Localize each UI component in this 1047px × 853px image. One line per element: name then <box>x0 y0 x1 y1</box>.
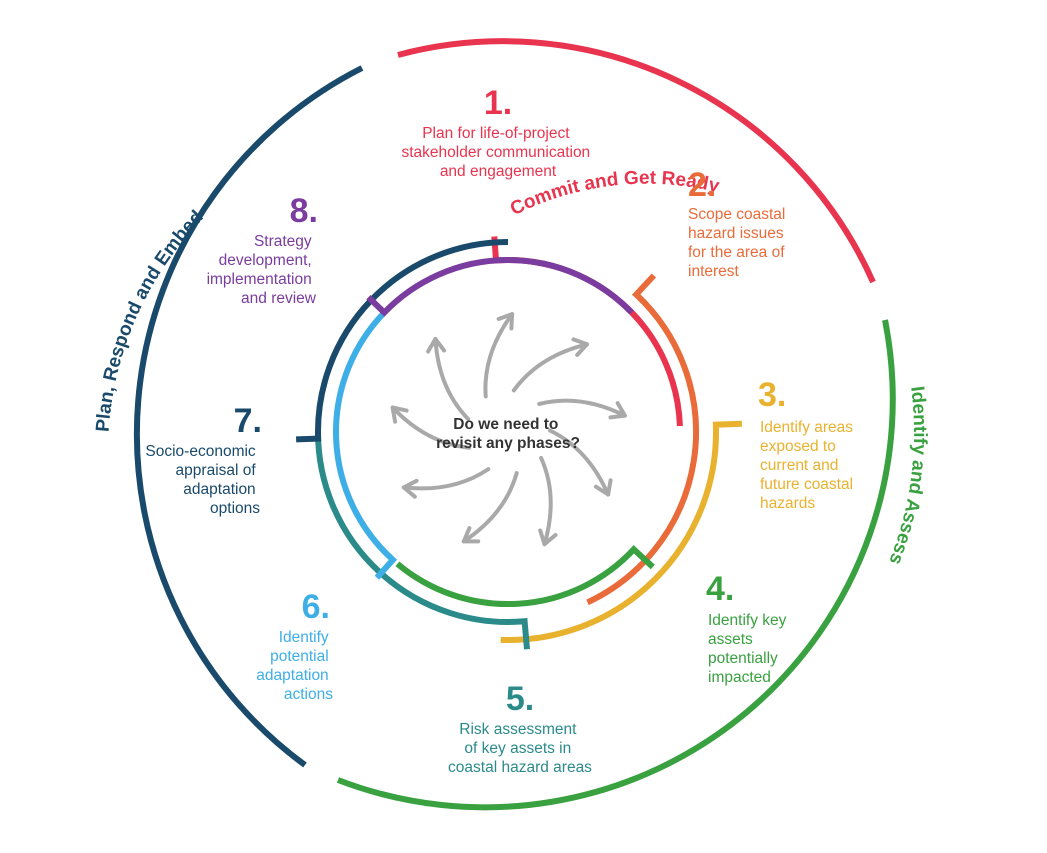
step-7-label: Socio-economic appraisal of adaptation o… <box>145 443 260 517</box>
revisit-arrowhead <box>538 528 558 547</box>
phase-arc-identify <box>336 319 896 811</box>
revisit-arrow <box>433 337 471 421</box>
step-5-arc <box>315 431 530 650</box>
step-4-arc <box>395 545 655 608</box>
step-4-label: Identify key assets potentially impacted <box>708 612 791 686</box>
step-6-number: 6. <box>302 588 330 626</box>
revisit-arrowhead <box>390 405 409 424</box>
revisit-arrow <box>548 428 611 497</box>
revisit-arrows <box>390 312 627 547</box>
revisit-arrow <box>539 455 553 547</box>
step-8-label: Strategy development, implementation and… <box>207 233 317 307</box>
step-3-arc <box>500 420 743 643</box>
revisit-arrowhead <box>571 337 589 357</box>
step-2-label: Scope coastal hazard issues for the area… <box>688 206 790 280</box>
step-6-label: Identify potential adaptation actions <box>256 629 333 703</box>
step-8-number: 8. <box>290 192 318 230</box>
revisit-arrow <box>390 405 472 450</box>
phase-arc-plan <box>133 65 364 768</box>
step-4-number: 4. <box>706 570 734 608</box>
step-1-label: Plan for life-of-project stakeholder com… <box>402 125 595 180</box>
step-3-label: Identify areas exposed to current and fu… <box>760 419 857 512</box>
revisit-arrowhead <box>593 478 613 497</box>
revisit-arrowhead <box>461 526 481 544</box>
revisit-arrow <box>511 342 589 393</box>
revisit-arrow <box>483 312 515 399</box>
step-1-arc <box>491 236 683 427</box>
step-3-number: 3. <box>758 376 786 414</box>
revisit-arrowhead <box>426 337 447 354</box>
center-question: Do we need to revisit any phases? <box>436 416 580 452</box>
step-2-arc <box>586 273 700 606</box>
revisit-arrowhead <box>608 401 627 420</box>
step-8-arc <box>366 257 634 317</box>
step-5-label: Risk assessment of key assets in coastal… <box>448 721 592 776</box>
step-7-number: 7. <box>234 402 262 440</box>
revisit-arrowhead <box>401 478 419 499</box>
revisit-arrow <box>537 398 627 418</box>
revisit-arrow <box>401 467 491 491</box>
step-7-arc <box>295 239 509 443</box>
step-1-number: 1. <box>484 84 512 122</box>
step-arcs <box>295 236 743 650</box>
revisit-arrowhead <box>496 312 515 331</box>
step-2-number: 2. <box>688 166 716 204</box>
phase-arc-commit <box>397 38 876 284</box>
step-6-arc <box>333 310 398 580</box>
revisit-arrow <box>461 471 519 544</box>
step-5-number: 5. <box>506 680 534 718</box>
